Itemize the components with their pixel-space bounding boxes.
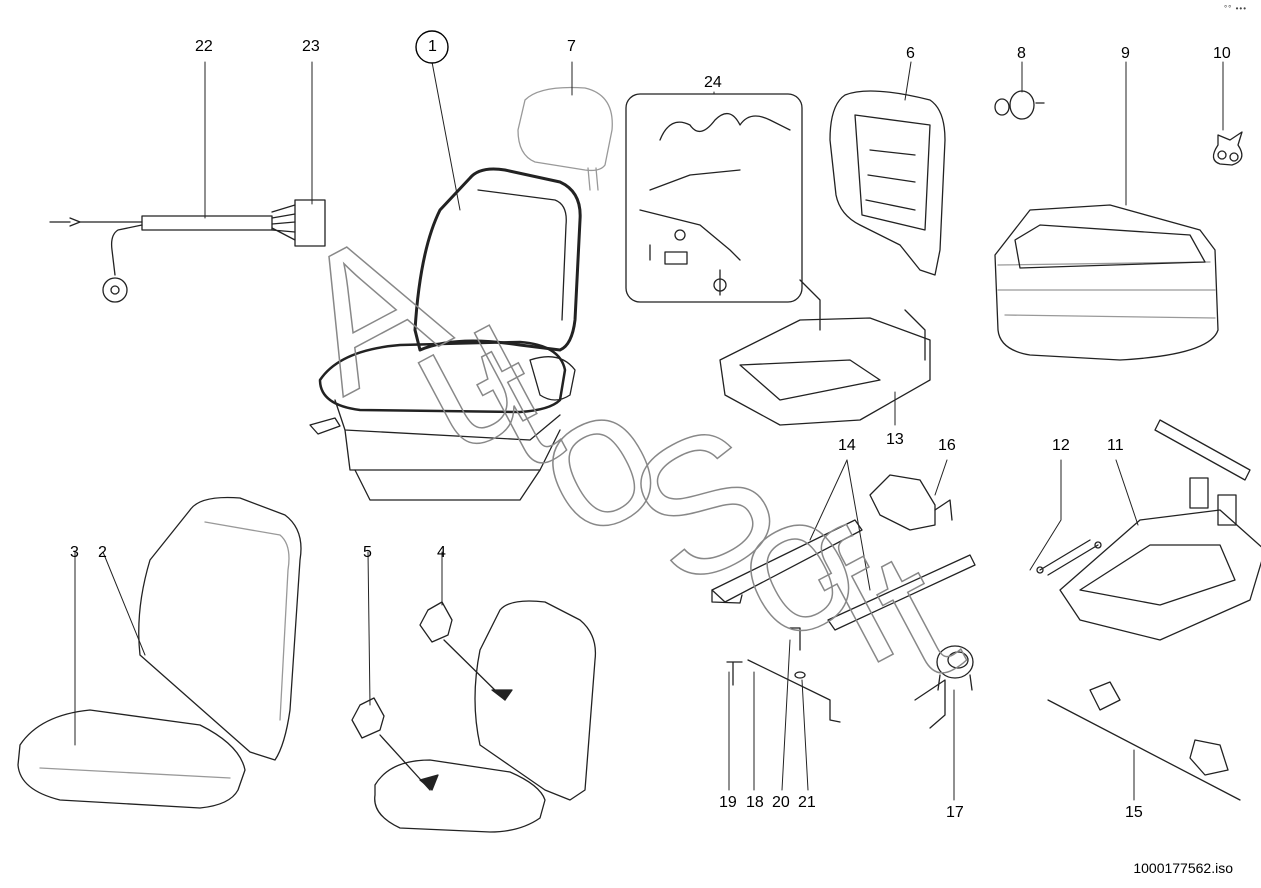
callout-1-circle	[415, 30, 449, 64]
callout-21: 21	[798, 794, 816, 811]
callout-11: 11	[1107, 437, 1124, 454]
callout-8: 8	[1017, 45, 1026, 62]
part-2-3-cover-set	[17, 496, 302, 809]
callout-15: 15	[1125, 804, 1143, 821]
callout-3: 3	[70, 544, 79, 561]
part-4-5-leather-covers	[351, 600, 597, 833]
part-8-knob	[994, 90, 1045, 120]
part-22-23-harness	[49, 199, 326, 303]
part-17-retractor	[914, 645, 974, 729]
part-18-rod	[726, 627, 841, 723]
callout-4: 4	[437, 544, 446, 561]
part-7-headrest	[517, 86, 613, 191]
callout-17: 17	[946, 804, 964, 821]
callout-14: 14	[838, 437, 856, 454]
callout-23: 23	[302, 38, 320, 55]
part-14-rails	[711, 519, 976, 631]
callout-13: 13	[886, 431, 904, 448]
part-16-motor	[869, 474, 953, 531]
callout-6: 6	[906, 45, 915, 62]
callout-5: 5	[363, 544, 372, 561]
part-6-backrest-frame	[829, 90, 946, 276]
callout-19: 19	[719, 794, 737, 811]
leader-lines	[74, 61, 1224, 801]
callout-18: 18	[746, 794, 764, 811]
callout-10: 10	[1213, 45, 1231, 62]
callout-9: 9	[1121, 45, 1130, 62]
callout-12: 12	[1052, 437, 1070, 454]
part-10-bag	[1212, 131, 1243, 166]
part-15-belt	[1047, 681, 1241, 801]
corner-mark: °° •••	[1223, 4, 1247, 13]
callout-7: 7	[567, 38, 576, 55]
part-1-complete-seat	[309, 167, 582, 501]
callout-16: 16	[938, 437, 956, 454]
part-12-springs	[1036, 539, 1102, 576]
part-13-seat-frame	[719, 279, 931, 426]
callout-22: 22	[195, 38, 213, 55]
part-24-springs-kit	[625, 93, 803, 303]
callout-20: 20	[772, 794, 790, 811]
part-11-base-frame	[1059, 419, 1261, 641]
part-9-suspension-cover	[994, 204, 1219, 361]
callout-2: 2	[98, 544, 107, 561]
drawing-reference-id: 1000177562.iso	[1133, 860, 1233, 876]
callout-24: 24	[704, 74, 722, 91]
callout-1: 1	[428, 38, 437, 55]
